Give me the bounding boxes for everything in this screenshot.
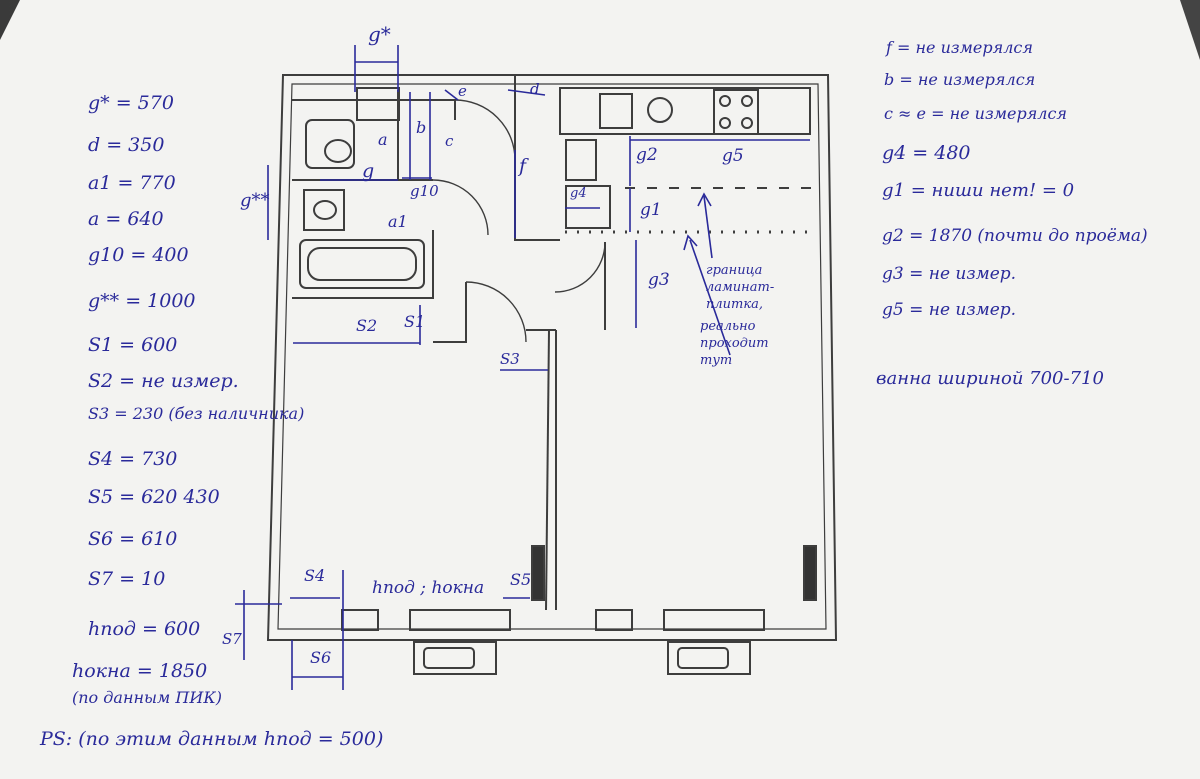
label-real-border: реально проходит тут — [700, 319, 769, 368]
note-pik-source: (по данным ПИК) — [72, 688, 222, 707]
label-a: a — [378, 130, 388, 149]
ac-unit-right-inner — [677, 647, 729, 669]
label-e: e — [458, 82, 467, 100]
window-right-1 — [595, 609, 633, 631]
label-s5: S5 — [510, 570, 532, 589]
note-h-pod: hпод = 600 — [88, 618, 201, 640]
label-s3: S3 — [500, 350, 520, 368]
label-c: c — [445, 132, 454, 150]
label-a1: a1 — [388, 212, 408, 231]
note-f: f = не измерялся — [886, 38, 1033, 57]
label-g3: g3 — [648, 270, 670, 290]
window-right-2 — [663, 609, 765, 631]
kitchen-side-unit — [565, 139, 597, 181]
hall-door-swing — [465, 281, 527, 343]
stove — [713, 89, 759, 135]
note-a1: a1 = 770 — [88, 172, 176, 194]
label-g1: g1 — [640, 200, 662, 220]
entry-door-swing — [454, 99, 516, 161]
note-g5: g5 = не измер. — [882, 300, 1017, 320]
toilet-bowl — [324, 139, 352, 163]
note-g4: g4 = 480 — [882, 142, 971, 164]
label-g5: g5 — [722, 146, 744, 166]
outer-wall — [266, 74, 838, 641]
note-g3: g3 = не измер. — [882, 264, 1017, 284]
outer-wall-inner — [277, 83, 827, 630]
label-g-2star: g** — [240, 190, 270, 211]
label-g10: g10 — [410, 182, 439, 200]
label-g-star: g* — [368, 22, 391, 46]
label-g2: g2 — [636, 145, 658, 165]
label-b: b — [416, 118, 427, 137]
kitchen-hob-icon — [647, 97, 673, 123]
bathtub-inner — [307, 247, 417, 281]
note-s5: S5 = 620 430 — [88, 486, 220, 508]
note-s3: S3 = 230 (без наличника) — [88, 404, 305, 423]
ac-unit-left-inner — [423, 647, 475, 669]
radiator-left — [531, 545, 545, 601]
bath-door-swing — [432, 179, 489, 236]
label-s4: S4 — [304, 566, 326, 585]
label-g4: g4 — [570, 186, 587, 201]
ac-unit-left — [413, 641, 497, 675]
ac-unit-right — [667, 641, 751, 675]
note-bathtub-width: ванна шириной 700-710 — [876, 368, 1104, 389]
note-d: d = 350 — [88, 134, 165, 156]
kitchen-sink-unit — [599, 93, 633, 129]
note-a: a = 640 — [88, 208, 164, 230]
note-ps: PS: (по этим данным hпод = 500) — [40, 728, 384, 750]
sink — [303, 189, 345, 231]
label-s2: S2 — [356, 316, 378, 335]
radiator-right — [803, 545, 817, 601]
note-g-star: g* = 570 — [88, 92, 174, 114]
note-g-2star: g** = 1000 — [88, 290, 196, 312]
note-s1: S1 = 600 — [88, 334, 178, 356]
label-s1: S1 — [404, 312, 426, 331]
label-s6: S6 — [310, 648, 332, 667]
label-g: g — [362, 160, 375, 182]
note-s2: S2 = не измер. — [88, 370, 239, 392]
fridge — [565, 185, 611, 229]
note-g10: g10 = 400 — [88, 244, 189, 266]
central-wall — [545, 329, 550, 611]
dimension-lines — [235, 45, 810, 690]
note-s6: S6 = 610 — [88, 528, 178, 550]
kitchen-counter — [559, 87, 811, 135]
note-g1: g1 = ниши нет! = 0 — [882, 180, 1075, 201]
toilet — [305, 119, 355, 169]
note-c-e: c ≈ e = не измерялся — [884, 104, 1068, 123]
hall-wall — [433, 242, 606, 343]
note-s7: S7 = 10 — [88, 568, 166, 590]
sink-bowl — [313, 200, 337, 220]
window-left-2 — [409, 609, 511, 631]
window-left-1 — [341, 609, 379, 631]
annotation-arrows — [683, 192, 731, 356]
label-h-pod-okna: hпод ; hокна — [372, 578, 485, 598]
note-g2: g2 = 1870 (почти до проёма) — [882, 226, 1148, 246]
label-s7: S7 — [222, 630, 242, 648]
label-f: f — [519, 155, 527, 177]
floor-plan — [266, 74, 838, 675]
note-h-okna: hокна = 1850 — [72, 660, 208, 682]
entry-frame — [514, 75, 560, 241]
label-d: d — [530, 80, 540, 98]
bathtub — [299, 239, 425, 289]
label-floor-border: граница ламинат-плитка, — [706, 263, 775, 312]
note-s4: S4 = 730 — [88, 448, 178, 470]
note-b: b = не измерялся — [884, 70, 1036, 89]
